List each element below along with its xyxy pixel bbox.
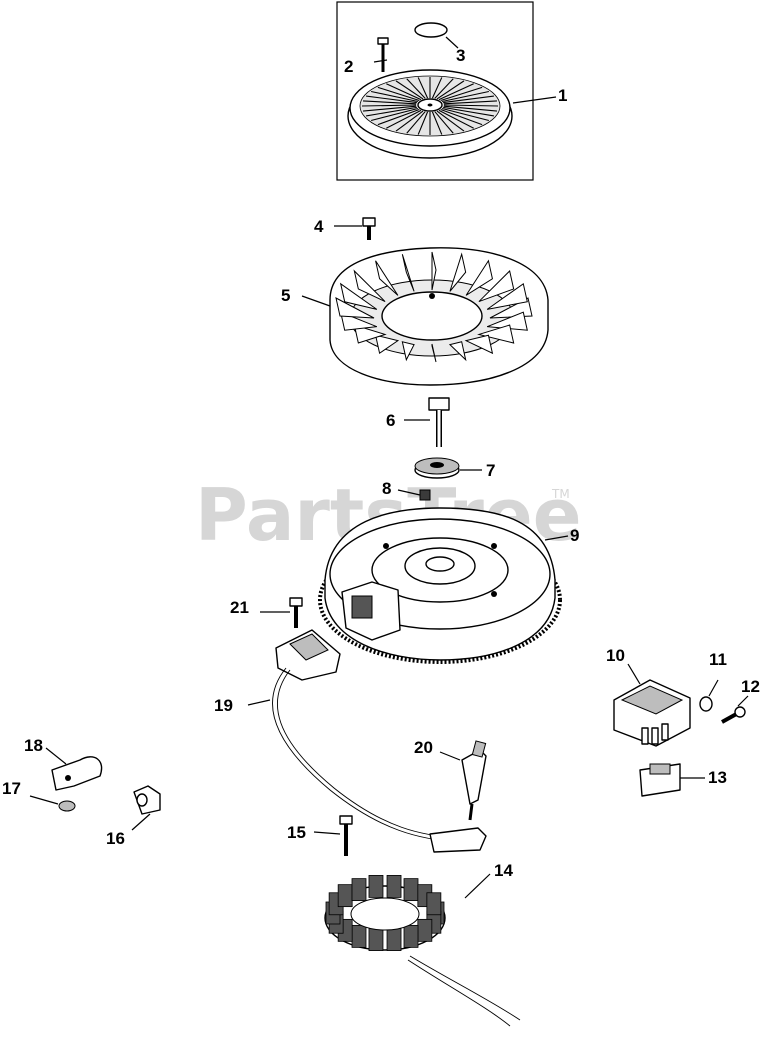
callout-8: 8 — [382, 479, 391, 498]
callout-15: 15 — [287, 823, 306, 842]
callout-16: 16 — [106, 829, 125, 848]
callout-18: 18 — [24, 736, 43, 755]
part-7-washer[interactable] — [414, 457, 460, 479]
part-11-washer[interactable] — [699, 696, 713, 712]
part-15-screw[interactable] — [339, 815, 353, 856]
callout-10: 10 — [606, 646, 625, 665]
callout-21: 21 — [230, 598, 249, 617]
part-8-key[interactable] — [419, 489, 431, 501]
callout-3: 3 — [456, 46, 465, 65]
part-16-clip[interactable] — [133, 785, 161, 815]
part-6-bolt[interactable] — [428, 397, 450, 447]
part-4-screw[interactable] — [362, 217, 376, 240]
part-1-grass-screen-group — [336, 1, 534, 181]
callout-6: 6 — [386, 411, 395, 430]
watermark-trademark: TM — [551, 487, 570, 501]
part-2-screw[interactable] — [377, 37, 389, 72]
part-9-flywheel[interactable] — [318, 507, 562, 664]
callout-5: 5 — [281, 286, 290, 305]
part-10-rectifier-regulator[interactable] — [613, 679, 691, 747]
callout-17: 17 — [2, 779, 21, 798]
callout-labels: 1 2 3 4 5 6 7 8 9 21 19 20 10 11 12 13 1… — [2, 46, 760, 880]
part-18-clamp[interactable] — [51, 756, 103, 791]
callout-14: 14 — [494, 861, 513, 880]
part-12-screw[interactable] — [721, 706, 746, 724]
callout-7: 7 — [486, 461, 495, 480]
callout-12: 12 — [741, 677, 760, 696]
part-14-stator[interactable] — [324, 875, 521, 1027]
callout-4: 4 — [314, 217, 324, 236]
part-21-screw[interactable] — [289, 597, 303, 628]
callout-13: 13 — [708, 768, 727, 787]
part-5-fan[interactable] — [329, 247, 549, 386]
callout-11: 11 — [709, 650, 727, 669]
part-20-spark-plug[interactable] — [461, 740, 487, 821]
part-19-ignition-module[interactable] — [272, 629, 487, 853]
part-17-washer[interactable] — [58, 800, 76, 812]
screen-kit-frame — [336, 1, 534, 181]
part-3-decal[interactable] — [414, 22, 448, 38]
part-1-grass-screen[interactable] — [347, 69, 513, 159]
callout-1: 1 — [558, 86, 567, 105]
callout-2: 2 — [344, 57, 353, 76]
callout-20: 20 — [414, 738, 433, 757]
callout-9: 9 — [570, 526, 579, 545]
part-13-connector[interactable] — [639, 763, 681, 797]
leader-lines — [29, 36, 749, 899]
callout-19: 19 — [214, 696, 233, 715]
